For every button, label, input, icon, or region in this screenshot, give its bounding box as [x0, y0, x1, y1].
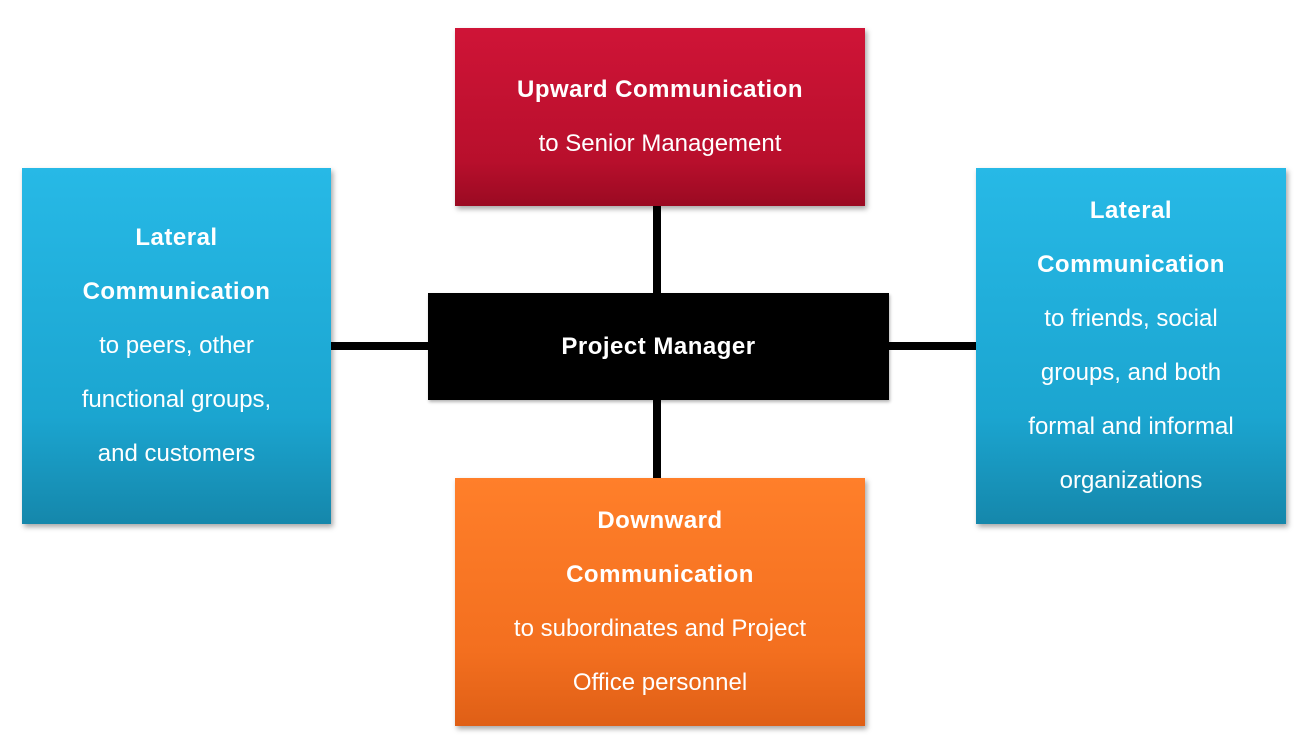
downward-communication-title: Downward Communication: [566, 494, 754, 602]
downward-subtitle-line: Office personnel: [572, 669, 748, 696]
lateral-left-title-line: Communication: [82, 278, 271, 305]
connector-bottom: [653, 400, 661, 478]
lateral-left-subtitle-line: to peers, other: [99, 332, 254, 359]
lateral-communication-right-title: Lateral Communication: [1037, 184, 1225, 292]
downward-title-line: Downward: [597, 507, 723, 534]
lateral-right-title-line: Communication: [1037, 251, 1225, 278]
lateral-right-subtitle-line: groups, and both: [1040, 359, 1222, 386]
lateral-right-subtitle-line: formal and informal: [1028, 413, 1234, 440]
lateral-right-title-line: Lateral: [1089, 197, 1173, 224]
lateral-communication-right-subtitle: to friends, social groups, and both form…: [1028, 292, 1233, 508]
lateral-left-subtitle-line: functional groups,: [81, 386, 272, 413]
lateral-communication-left-title: Lateral Communication: [83, 211, 271, 319]
downward-communication-box: Downward Communication to subordinates a…: [455, 478, 865, 726]
downward-communication-subtitle: to subordinates and Project Office perso…: [514, 602, 806, 710]
project-manager-box: Project Manager: [428, 293, 889, 400]
connector-top: [653, 206, 661, 293]
lateral-communication-left-subtitle: to peers, other functional groups, and c…: [82, 319, 271, 481]
connector-right: [889, 342, 976, 350]
downward-subtitle-line: to subordinates and Project: [513, 615, 807, 642]
upward-communication-title: Upward Communication: [516, 76, 803, 103]
lateral-left-subtitle-line: and customers: [97, 440, 256, 467]
project-manager-label: Project Manager: [561, 332, 756, 360]
upward-communication-box: Upward Communication to Senior Managemen…: [455, 28, 865, 206]
downward-title-line: Communication: [566, 561, 754, 588]
connector-left: [331, 342, 428, 350]
upward-communication-subtitle: to Senior Management: [538, 130, 782, 157]
lateral-communication-right-box: Lateral Communication to friends, social…: [976, 168, 1286, 524]
lateral-right-subtitle-line: to friends, social: [1044, 305, 1218, 332]
lateral-left-title-line: Lateral: [135, 224, 218, 251]
lateral-communication-left-box: Lateral Communication to peers, other fu…: [22, 168, 331, 524]
lateral-right-subtitle-line: organizations: [1059, 467, 1203, 494]
